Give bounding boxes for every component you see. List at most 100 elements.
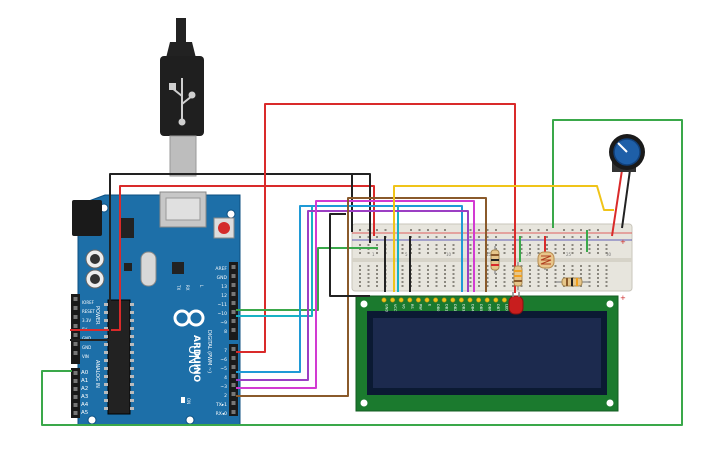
- lcd-pin-label: DB0: [436, 304, 440, 311]
- lcd-pin: [415, 297, 421, 303]
- on-led: [181, 397, 185, 403]
- lcd-pin-label: V0: [402, 304, 406, 309]
- rail-plus-label-lower: +: [620, 294, 626, 302]
- model-label: UNO: [185, 345, 200, 374]
- resistor[interactable]: [490, 246, 500, 274]
- pin-label-12: 12: [221, 293, 227, 299]
- lcd-pin: [501, 297, 507, 303]
- usb-plug-metal: [169, 135, 197, 177]
- pin-label-gnd: GND: [217, 275, 228, 281]
- arduino-uno-board[interactable]: ARDUINO UNO DIGITAL (PWM ~) ANALOG IN PO…: [71, 191, 241, 426]
- tx-label: TX: [176, 284, 181, 290]
- lcd-pin: [390, 297, 396, 303]
- digital-pin-labels: AREF GND 13 12 ~11 ~10 ~9 8 7 ~6 ~5 4 ~3…: [215, 266, 227, 417]
- usb-cable[interactable]: [160, 18, 204, 177]
- pin-label-2: 2: [224, 393, 227, 399]
- pin-label-a5: A5: [81, 410, 89, 416]
- pin-label-gnd: GND: [82, 336, 91, 341]
- row-number-30: 30: [606, 252, 612, 257]
- resistor[interactable]: [513, 262, 523, 290]
- wire-red-5v: [70, 185, 375, 331]
- mounting-hole: [87, 415, 97, 425]
- mounting-hole: [226, 209, 236, 219]
- pin-label-a1: A1: [81, 378, 88, 384]
- lcd-pin-label: DB1: [445, 304, 449, 311]
- pin-label-11: ~11: [218, 302, 228, 308]
- lcd-pin: [433, 297, 439, 303]
- row-number-1: 1: [372, 252, 375, 257]
- wire-black-lcd: [329, 213, 370, 297]
- lcd-pin-label: DB6: [488, 304, 492, 311]
- pin-label-aref: AREF: [215, 266, 227, 272]
- lcd-pin: [484, 297, 490, 303]
- lcd-pin-label: DB5: [479, 304, 483, 311]
- digital-header-bottom: [229, 344, 238, 416]
- lcd-pin-label: RS: [410, 304, 414, 309]
- resistor[interactable]: [556, 277, 590, 287]
- red-led[interactable]: [508, 292, 524, 315]
- arduino-logo-icon: [173, 309, 205, 327]
- lcd-pin-label: GND: [384, 304, 388, 312]
- breadboard-row-numbers: 1 5 10 15 20 25 30: [372, 252, 612, 257]
- rx-label: RX: [185, 285, 190, 291]
- wire-red-pin13: [236, 103, 516, 353]
- potentiometer[interactable]: [609, 134, 645, 172]
- pin-label-vin: VIN: [82, 354, 89, 359]
- usb-cable-cord: [176, 18, 186, 48]
- pin-label-a0: A0: [81, 370, 89, 376]
- photoresistor[interactable]: [537, 251, 555, 270]
- pin-label-10: ~10: [218, 311, 228, 317]
- lcd-pin-label: DB4: [470, 304, 474, 312]
- wire-red-pot: [611, 169, 623, 237]
- row-number-15: 15: [486, 252, 492, 257]
- lcd-pin: [493, 297, 499, 303]
- analog-section-label: ANALOG IN: [94, 360, 100, 388]
- mounting-hole: [185, 415, 195, 425]
- lcd-pin: [476, 297, 482, 303]
- row-number-25: 25: [566, 252, 572, 257]
- lcd-screen: [373, 318, 601, 388]
- brand-label: ARDUINO: [191, 335, 201, 383]
- power-section-label: POWER: [94, 306, 100, 325]
- wire-black-pot: [621, 169, 631, 229]
- lcd-pin: [407, 297, 413, 303]
- l-label: L: [199, 285, 204, 288]
- pin-label-a4: A4: [81, 402, 89, 408]
- pin-label-3v3: 3.3V: [82, 318, 91, 323]
- pin-label-a2: A2: [81, 386, 88, 392]
- usb-icon: [169, 78, 196, 126]
- digital-section-label: DIGITAL (PWM ~): [206, 330, 212, 373]
- wire-purple-pin4: [236, 210, 469, 381]
- pin-label-13: 13: [221, 284, 227, 290]
- pin-label-tx1: TX▸1: [215, 402, 227, 408]
- lcd-pin: [441, 297, 447, 303]
- row-number-10: 10: [446, 252, 452, 257]
- crystal-oscillator: [140, 251, 157, 287]
- analog-header: [71, 368, 80, 418]
- lcd-pin: [458, 297, 464, 303]
- lcd-pin-label: DB7: [496, 304, 500, 311]
- wire-green-a0: [41, 119, 683, 426]
- pin-label-6: ~6: [220, 357, 227, 363]
- wire-blue-pin5: [236, 205, 463, 373]
- pin-label-gnd: GND: [82, 345, 91, 350]
- rail-plus-label: +: [620, 238, 626, 246]
- lcd-pin-label: DB2: [453, 304, 457, 311]
- lcd-pin: [381, 297, 387, 303]
- wire-magenta-pin3: [236, 200, 475, 389]
- regulator-chip: [120, 218, 134, 238]
- pin-label-9: ~9: [220, 320, 227, 326]
- lcd-pin-label: RW: [419, 304, 423, 310]
- on-label: ON: [186, 398, 191, 404]
- wire-brown-pin2: [236, 197, 487, 397]
- lcd-pin: [467, 297, 473, 303]
- power-jack: [72, 200, 102, 236]
- lcd-pin-label: VCC: [393, 304, 397, 312]
- pin-label-4: 4: [224, 375, 227, 381]
- pin-label-rx0: RX◂0: [216, 411, 227, 417]
- lcd-pin-label: LED: [505, 304, 509, 311]
- pin-label-5: ~5: [220, 366, 227, 372]
